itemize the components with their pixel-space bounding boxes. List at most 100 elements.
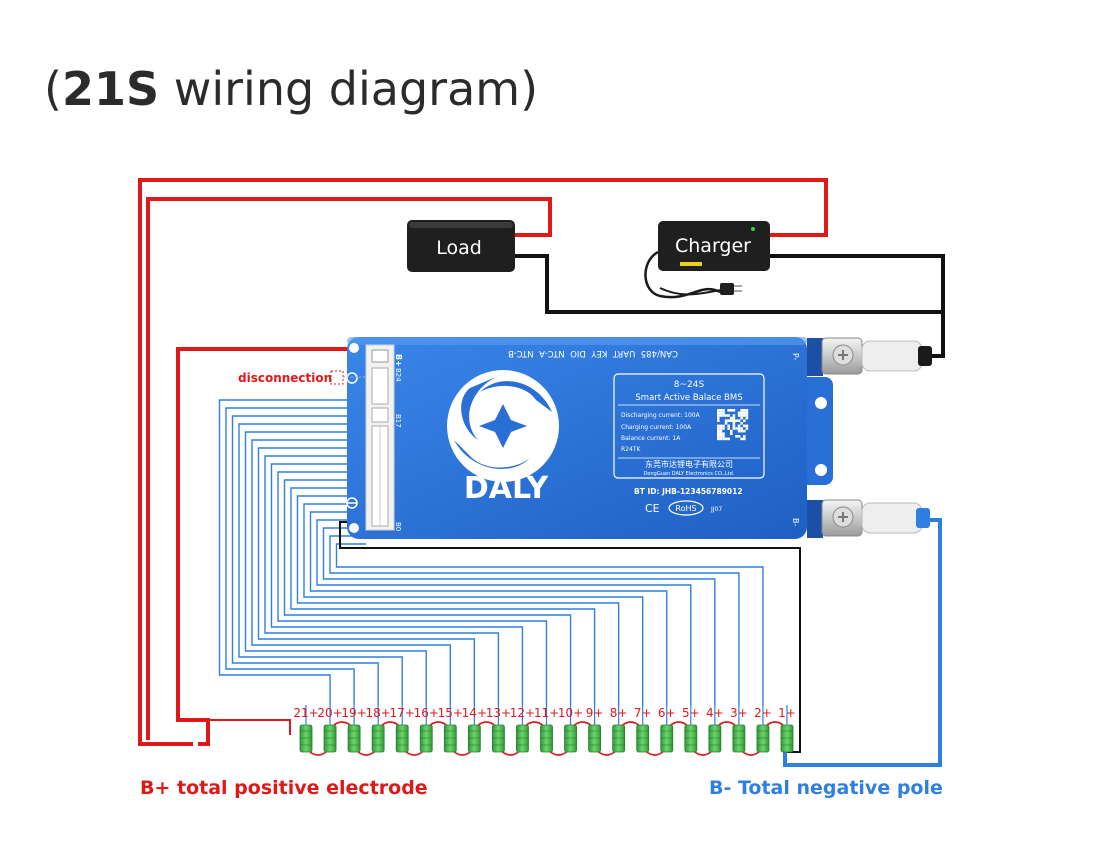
balance-wire (218, 399, 366, 705)
qr-module (727, 409, 730, 412)
load-device: Load (407, 220, 515, 272)
balance-wire (309, 511, 668, 705)
bms-product: Smart Active Balace BMS (635, 393, 742, 403)
p-minus-label: P- (791, 353, 800, 361)
qr-module (719, 432, 723, 435)
terminal-b17-label: B17 (394, 414, 402, 428)
balance-wire (316, 519, 692, 705)
b-minus-terminal: B- (791, 499, 930, 538)
b-plus-total-wire (138, 178, 828, 746)
qr-module (717, 414, 720, 417)
balance-wire (296, 495, 620, 705)
series-link (453, 751, 471, 756)
brand-label: DALY (464, 471, 550, 506)
qr-module (743, 424, 746, 428)
qr-module (722, 409, 725, 412)
series-link (429, 721, 447, 726)
qr-module (717, 432, 720, 435)
cell-label: 1+ (778, 706, 796, 720)
balance-wire (290, 487, 596, 705)
qr-module (724, 414, 728, 417)
cell-label: 7+ (634, 706, 652, 720)
cell-label: 11+ (534, 706, 559, 720)
series-link (550, 751, 568, 756)
qr-module (724, 422, 728, 425)
page-title: (21S wiring diagram) (44, 62, 538, 116)
series-link (501, 751, 519, 756)
battery-cell (708, 724, 722, 753)
qr-module (743, 435, 746, 438)
bms-unit: B+ B24 B17 B0 CAN/485 UART KEY DIO NTC-A… (346, 337, 932, 539)
cell-label: 14+ (462, 706, 487, 720)
qr-module (740, 427, 743, 430)
ports-label: CAN/485 UART KEY DIO NTC-A NTC-B (508, 348, 678, 358)
balance-wire (264, 455, 500, 705)
qr-module (732, 414, 736, 417)
cell-label: 2+ (754, 706, 772, 720)
terminal-b24-label: B24 (394, 368, 402, 382)
qr-module (745, 427, 749, 430)
cell-label: 3+ (730, 706, 748, 720)
qr-module (743, 411, 746, 415)
qr-module (719, 414, 723, 417)
battery-cell (395, 724, 409, 753)
positive-pole-label: B+ total positive electrode (140, 777, 428, 799)
load-positive-wire (146, 197, 552, 740)
terminal-bplus-label: B+ (394, 354, 403, 367)
charger-negative-wire (770, 254, 945, 312)
cell-label: 9+ (586, 706, 604, 720)
qr-module (740, 422, 743, 425)
qr-module (740, 416, 743, 420)
disconnection-label: disconnection (238, 371, 332, 385)
qr-module (719, 409, 723, 412)
cell-label: 6+ (658, 706, 676, 720)
battery-cell (636, 724, 650, 753)
cell-label: 4+ (706, 706, 724, 720)
charger-label: Charger (675, 235, 751, 257)
qr-module (717, 416, 720, 420)
series-link (742, 751, 760, 756)
balance-wires (218, 399, 764, 705)
qr-module (722, 414, 725, 417)
load-negative-wire (514, 254, 945, 358)
cell-label: 12+ (510, 706, 535, 720)
cell-label: 16+ (414, 706, 439, 720)
qr-module (722, 411, 725, 415)
load-label: Load (436, 237, 482, 259)
series-link (574, 721, 592, 726)
balance-wire (244, 431, 427, 705)
balance-wire (251, 439, 451, 705)
qr-module (719, 427, 723, 430)
battery-cell (732, 724, 746, 753)
battery-cell (540, 724, 553, 753)
title-open-paren: ( (44, 62, 62, 116)
series-link (622, 721, 640, 726)
spec-plate (613, 373, 765, 479)
cell-label: 10+ (558, 706, 583, 720)
battery-cell (612, 724, 626, 753)
qr-module (732, 409, 736, 412)
battery-cell (684, 724, 698, 753)
qr-module (740, 437, 743, 441)
balance-wire (283, 479, 572, 705)
qr-module (743, 429, 746, 433)
qr-module (727, 424, 730, 428)
qr-code-icon (717, 409, 749, 441)
p-minus-terminal: P- (791, 337, 932, 376)
qr-module (737, 427, 741, 430)
qr-module (737, 435, 741, 438)
battery-cell (467, 724, 481, 753)
qr-module (737, 429, 741, 433)
battery-cell (491, 724, 505, 753)
qr-module (735, 427, 738, 430)
qr-module (732, 416, 736, 420)
negative-wiring (514, 254, 945, 358)
series-link (694, 751, 712, 756)
qr-module (727, 414, 730, 417)
qr-module (724, 419, 728, 422)
bt-id: BT ID: JHB-123456789012 (634, 487, 743, 496)
series-link (405, 751, 423, 756)
cell-label: 8+ (610, 706, 628, 720)
series-link (357, 751, 375, 756)
title-bold: 21S (61, 62, 160, 116)
